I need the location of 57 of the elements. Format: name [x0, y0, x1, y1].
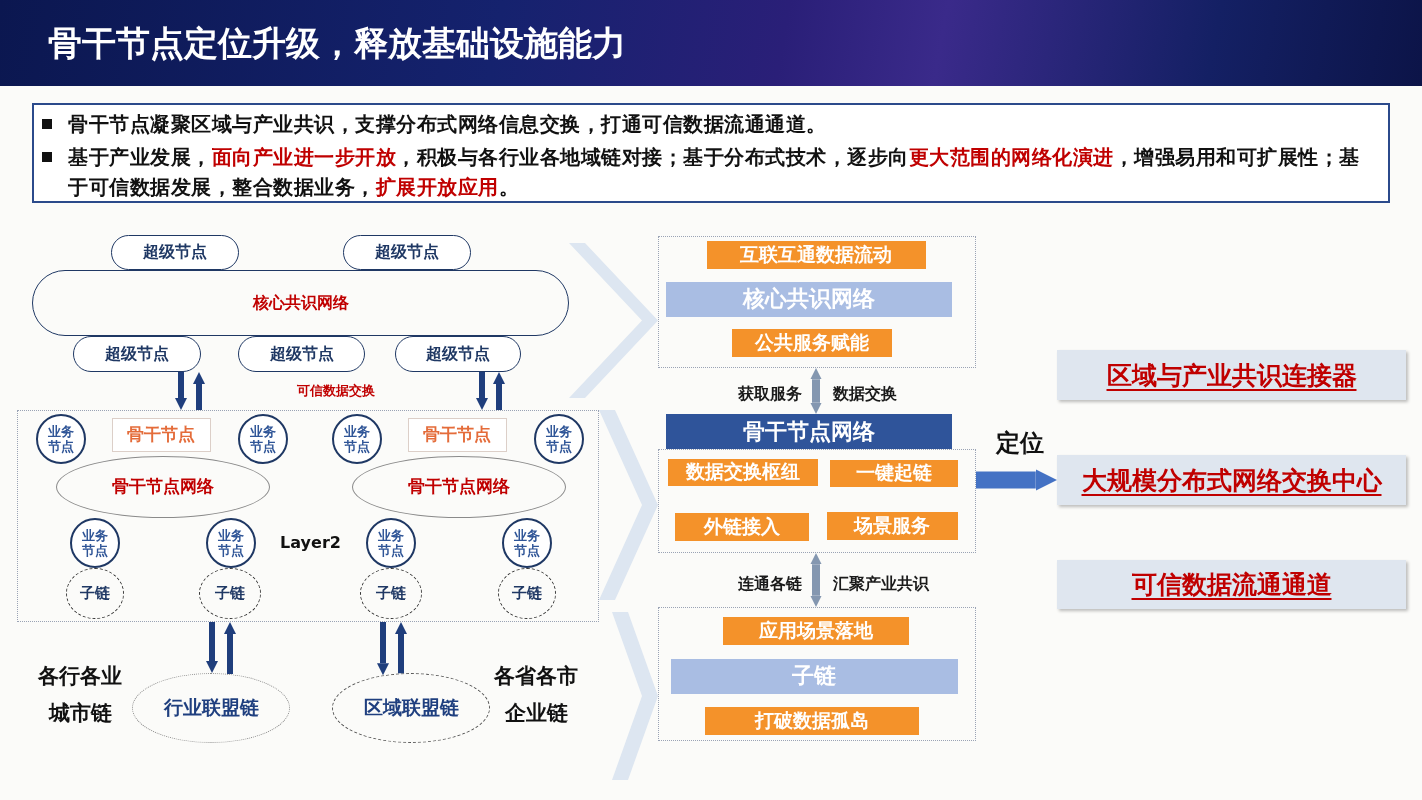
arrow-caption: 获取服务 [738, 383, 802, 405]
layer-label: Layer2 [280, 532, 341, 551]
feature-tag: 外链接入 [674, 512, 809, 541]
arrow [493, 372, 505, 410]
arrow [476, 372, 488, 410]
arrow-caption: 连通各链 [738, 573, 802, 595]
super-node: 超级节点 [395, 336, 521, 372]
group-panel [658, 607, 976, 741]
chain-caption: 各行各业城市链 [37, 663, 123, 727]
arrow [175, 372, 187, 410]
super-node: 超级节点 [73, 336, 201, 372]
layer-bar: 核心共识网络 [665, 281, 952, 317]
arrow [395, 622, 407, 674]
service-node: 业务节点 [35, 413, 86, 464]
arrow [206, 622, 218, 673]
service-node: 业务节点 [237, 413, 288, 464]
feature-tag: 一键起链 [829, 459, 958, 487]
group-panel [658, 236, 976, 368]
service-node: 业务节点 [533, 413, 584, 464]
chevron-arrow [612, 612, 658, 780]
backbone-node: 骨干节点 [407, 417, 507, 452]
summary-panel [32, 103, 1390, 203]
arrow [976, 469, 1057, 491]
service-node: 业务节点 [69, 517, 120, 568]
feature-tag: 公共服务赋能 [731, 328, 892, 357]
network-bar: 骨干节点网络 [666, 414, 952, 449]
arrow-caption: 数据交换 [833, 383, 897, 405]
arrow-caption: 汇聚产业共识 [833, 573, 929, 595]
service-node: 业务节点 [205, 517, 256, 568]
arrow [193, 372, 205, 410]
super-node: 超级节点 [111, 235, 239, 270]
role-card: 可信数据流通通道 [1057, 560, 1406, 609]
arrow [224, 622, 236, 675]
super-node: 超级节点 [238, 336, 365, 372]
feature-tag: 应用场景落地 [722, 616, 909, 645]
slide-title: 骨干节点定位升级，释放基础设施能力 [48, 23, 626, 63]
backbone-node: 骨干节点 [111, 417, 211, 452]
layer-bar: 子链 [670, 658, 958, 694]
chain-caption: 各省各市企业链 [493, 663, 579, 727]
super-node: 超级节点 [343, 235, 471, 270]
role-card: 区域与产业共识连接器 [1057, 350, 1406, 400]
role-card: 大规模分布式网络交换中心 [1057, 455, 1406, 505]
service-node: 业务节点 [365, 517, 416, 568]
chevron-arrow [569, 243, 658, 398]
arrow [377, 622, 389, 676]
bullet-text: 基于产业发展，面向产业进一步开放，积极与各行业各地域链对接；基于分布式技术，逐步向更大范围的网络化演进，增强易用和可扩展性；基于可信数据发展，整合数据业务，扩展开放应用。 [68, 144, 1361, 201]
feature-tag: 互联互通数据流动 [706, 240, 926, 269]
chevron-arrow [599, 410, 658, 600]
feature-tag: 打破数据孤岛 [704, 706, 919, 735]
arrow-caption: 可信数据交换 [297, 382, 375, 400]
service-node: 业务节点 [331, 413, 382, 464]
layer-panel [17, 410, 599, 622]
service-node: 业务节点 [501, 517, 552, 568]
group-panel [658, 449, 976, 553]
feature-tag: 场景服务 [826, 511, 958, 540]
bullet-text: 骨干节点凝聚区域与产业共识，支撑分布式网络信息交换，打通可信数据流通通道。 [68, 111, 828, 138]
feature-tag: 数据交换枢纽 [667, 458, 818, 486]
